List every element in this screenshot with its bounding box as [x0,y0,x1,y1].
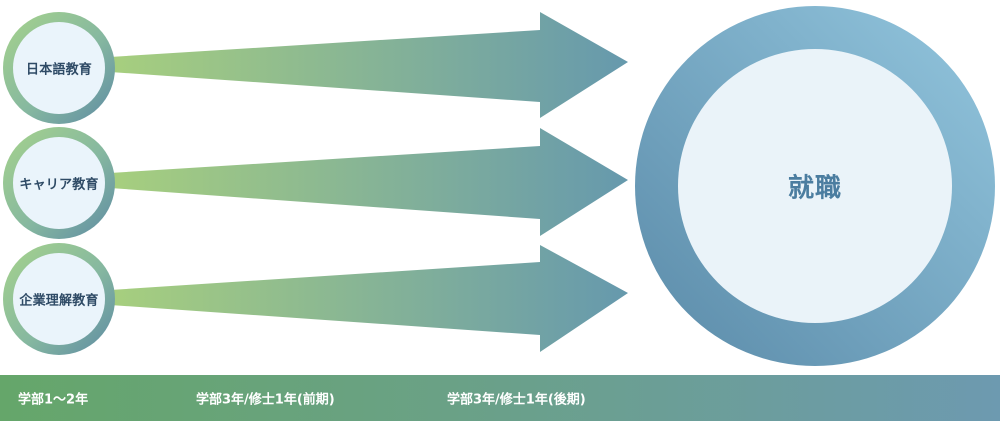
timeline-phase-1: 学部1〜2年 [18,392,89,408]
timeline-phase-3: 学部3年/修士1年(後期) [447,392,586,408]
node-company-understanding-education [3,243,115,355]
arrow-japanese-education [110,12,628,118]
timeline-phase-2: 学部3年/修士1年(前期) [196,392,335,408]
target-employment [635,6,995,366]
node-label-company-understanding-education: 企業理解教育 [19,293,99,309]
node-label-career-education: キャリア教育 [19,177,99,193]
node-career-education [3,127,115,239]
arrow-career-education [110,128,628,236]
timeline-bar: 学部1〜2年 学部3年/修士1年(前期) 学部3年/修士1年(後期) [0,375,1000,421]
target-label-employment: 就職 [787,173,843,204]
arrow-company-understanding-education [110,245,628,352]
node-label-japanese-education: 日本語教育 [25,62,93,78]
node-japanese-education [3,12,115,124]
